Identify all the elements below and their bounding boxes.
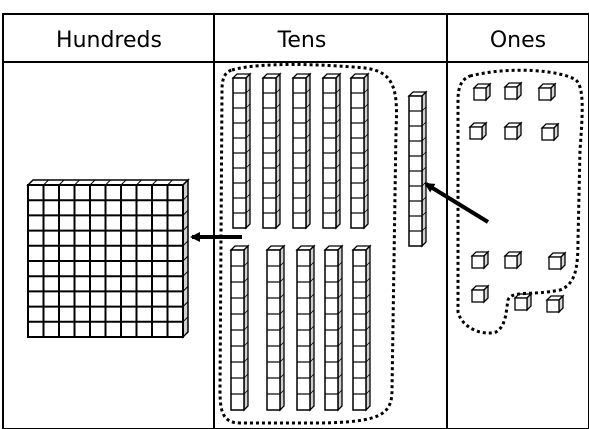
ones-cube	[515, 294, 531, 310]
tens-rods-group	[231, 74, 370, 410]
ones-cube	[549, 253, 565, 269]
single-tens-rod	[409, 92, 426, 246]
ones-cube	[539, 84, 555, 100]
tens-rod	[231, 246, 248, 410]
column-header-hundreds: Hundreds	[56, 28, 162, 53]
tens-rod	[351, 74, 368, 228]
ones-cube	[547, 296, 563, 312]
tens-rod	[267, 246, 284, 410]
ones-cube	[542, 124, 558, 140]
ones-cube	[472, 252, 488, 268]
tens-rod	[263, 74, 280, 228]
ones-cube	[505, 83, 521, 99]
ones-cube	[474, 84, 490, 100]
column-header-ones: Ones	[490, 28, 546, 53]
tens-rod	[297, 246, 314, 410]
ones-cube	[505, 252, 521, 268]
tens-rod	[353, 246, 370, 410]
ones-cube	[470, 123, 486, 139]
tens-rod	[409, 92, 426, 246]
tens-rod	[293, 74, 310, 228]
tens-rod	[233, 74, 250, 228]
tens-rod	[323, 74, 340, 228]
ones-cubes	[470, 83, 565, 312]
ones-cube	[472, 286, 488, 302]
tens-rod	[325, 246, 342, 410]
ones-cube	[505, 123, 521, 139]
column-header-tens: Tens	[277, 28, 327, 53]
hundreds-flat	[28, 180, 188, 337]
